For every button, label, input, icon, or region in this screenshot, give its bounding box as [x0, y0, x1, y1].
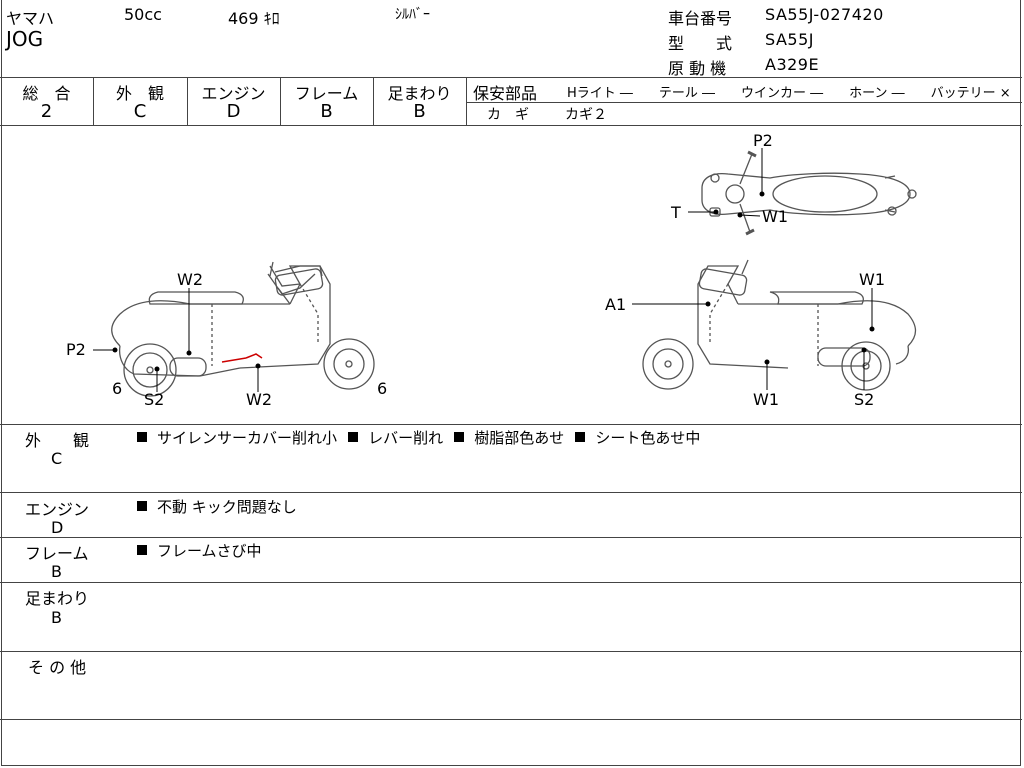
grade-suspension-value: B: [413, 101, 426, 122]
divider-diagram: [0, 424, 1022, 425]
notes-engine-items: 不動 キック問題なし: [137, 496, 297, 517]
engine-label: 原 動 機: [668, 59, 727, 78]
divider-notes-4: [0, 651, 1022, 652]
label-s2-right: S2: [854, 390, 875, 409]
model-name: JOG: [6, 27, 44, 51]
divider-grade-5: [466, 77, 467, 125]
notes-frame-grade: B: [51, 562, 62, 581]
type-value: SA55J: [765, 30, 814, 49]
divider-notes-1: [0, 492, 1022, 493]
engine-value: A329E: [765, 55, 820, 74]
notes-frame-items: フレームさび中: [137, 540, 262, 561]
label-w1-top: W1: [762, 207, 788, 226]
divider-grades: [0, 125, 1022, 126]
safety-label: 保安部品: [473, 84, 538, 103]
label-p2-left: P2: [66, 340, 86, 359]
label-w1-right-upper: W1: [859, 270, 885, 289]
key-label: カ ギ: [487, 107, 529, 123]
displacement: 50cc: [124, 5, 162, 24]
notes-engine-grade: D: [51, 518, 64, 537]
grade-overall-value: 2: [40, 101, 53, 122]
type-label: 型 式: [668, 34, 733, 53]
label-w1-right-lower: W1: [753, 390, 779, 409]
note-item: レバー削れ: [348, 429, 443, 447]
divider-notes-5: [0, 719, 1022, 720]
safety-items: Hライト ― テール ― ウインカー ― ホーン ― バッテリー ×: [567, 86, 1011, 101]
label-w2-left-upper: W2: [177, 270, 203, 289]
scooter-top-view: [688, 148, 917, 236]
divider-notes-3: [0, 582, 1022, 583]
scooter-left-view: [93, 261, 375, 397]
note-item: 樹脂部色あせ: [454, 429, 564, 447]
notes-suspension-grade: B: [51, 608, 62, 627]
label-p2-top: P2: [753, 131, 773, 150]
label-t-top: T: [671, 203, 681, 222]
notes-other-label: そ の 他: [28, 658, 87, 677]
key-value: カギ２: [565, 107, 607, 123]
note-item: 不動 キック問題なし: [137, 498, 297, 516]
notes-engine-label: エンジン: [25, 500, 90, 519]
grade-engine-label: エンジン: [201, 84, 266, 103]
mileage: 469 ｷﾛ: [228, 9, 280, 28]
scooter-right-view: [632, 259, 917, 391]
notes-exterior-grade: C: [51, 449, 63, 468]
label-6-left: 6: [112, 379, 123, 398]
divider-notes-2: [0, 537, 1022, 538]
notes-suspension-label: 足まわり: [25, 589, 90, 608]
grade-frame-label: フレーム: [294, 84, 359, 103]
notes-exterior-items: サイレンサーカバー削れ小 レバー削れ 樹脂部色あせ シート色あせ中: [137, 427, 700, 448]
note-item: サイレンサーカバー削れ小: [137, 429, 337, 447]
note-item: シート色あせ中: [575, 429, 700, 447]
divider-grade-1: [93, 77, 94, 125]
maker: ヤマハ: [6, 9, 55, 28]
grade-engine-value: D: [226, 101, 241, 122]
label-w2-left-lower: W2: [246, 390, 272, 409]
label-6-right: 6: [377, 379, 388, 398]
notes-exterior-label: 外 観: [25, 431, 90, 450]
label-s2-left: S2: [144, 390, 165, 409]
divider-grade-4: [373, 77, 374, 125]
label-a1-right: A1: [605, 295, 627, 314]
frame-no-label: 車台番号: [668, 9, 733, 28]
divider-header: [0, 77, 1022, 78]
grade-suspension-label: 足まわり: [387, 84, 452, 103]
divider-grade-mid: [466, 102, 1022, 103]
scooter-damage-diagram: [93, 148, 917, 397]
grade-exterior-label: 外 観: [115, 84, 164, 103]
grade-frame-value: B: [320, 101, 333, 122]
note-item: フレームさび中: [137, 542, 262, 560]
grade-overall-label: 総 合: [22, 84, 71, 103]
frame-no: SA55J-027420: [765, 5, 884, 24]
divider-grade-3: [280, 77, 281, 125]
grade-exterior-value: C: [133, 101, 147, 122]
divider-grade-2: [187, 77, 188, 125]
notes-frame-label: フレーム: [25, 544, 89, 563]
color: ｼﾙﾊﾞｰ: [395, 7, 430, 23]
